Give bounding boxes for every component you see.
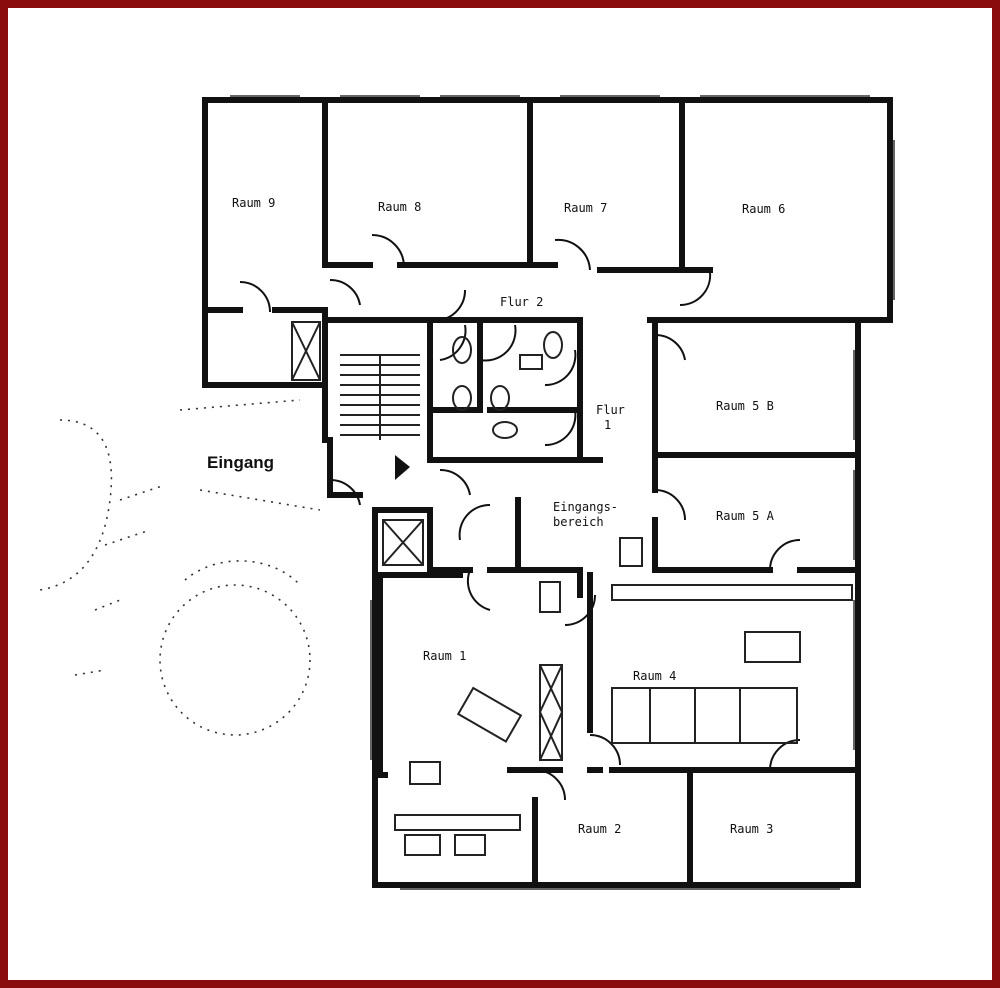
- room-label-flur-2: Flur 2: [500, 295, 543, 309]
- room-label-flur-1: Flur: [596, 403, 625, 417]
- room-label-raum-5a: Raum 5 A: [716, 509, 775, 523]
- stairs: [340, 354, 420, 480]
- doors: [239, 234, 801, 801]
- windows: [230, 95, 895, 890]
- stair-arrow-icon: [395, 455, 410, 480]
- room-labels: Eingang Raum 9 Raum 8 Raum 7 Raum 6 Flur…: [207, 196, 785, 836]
- room-label-raum-9: Raum 9: [232, 196, 275, 210]
- room-label-raum-3: Raum 3: [730, 822, 773, 836]
- room-label-raum-8: Raum 8: [378, 200, 421, 214]
- room-label-raum-7: Raum 7: [564, 201, 607, 215]
- entrance-label: Eingang: [207, 453, 274, 472]
- room-label-eingangsbereich: Eingangs-: [553, 500, 618, 514]
- room-label-raum-4: Raum 4: [633, 669, 676, 683]
- room-label-raum-1: Raum 1: [423, 649, 466, 663]
- walls: [202, 97, 893, 888]
- room-label-raum-2: Raum 2: [578, 822, 621, 836]
- room-label-raum-5b: Raum 5 B: [716, 399, 774, 413]
- room-label-eingangsbereich-2: bereich: [553, 515, 604, 529]
- fixtures: [291, 321, 853, 856]
- landscaping: [39, 399, 321, 736]
- room-label-flur-1-number: 1: [604, 418, 611, 432]
- room-label-raum-6: Raum 6: [742, 202, 785, 216]
